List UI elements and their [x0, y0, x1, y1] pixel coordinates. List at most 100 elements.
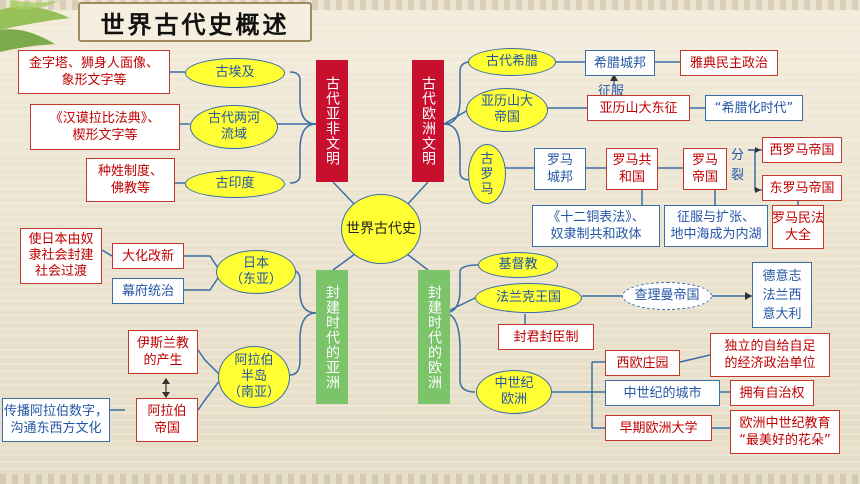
split-line2: 裂: [731, 168, 745, 183]
node-christianity[interactable]: 基督教: [478, 252, 558, 278]
arabia-line2: 半岛: [240, 369, 267, 384]
successors-line2: 法兰西: [762, 287, 802, 303]
arab-numerals-line1: 传播阿拉伯数字，: [3, 404, 108, 419]
node-roman-empire[interactable]: 罗马 帝国: [683, 148, 727, 190]
japan-line2: （东亚）: [229, 272, 282, 287]
node-expansion: 征服与扩张、 地中海成为内湖: [664, 205, 768, 247]
arab-empire-line2: 帝国: [153, 421, 180, 436]
roman-empire-line1: 罗马: [691, 153, 718, 168]
taika-desc-line2: 隶社会封建: [28, 248, 94, 263]
manor-desc-line2: 的经济政治单位: [724, 356, 816, 371]
alexander-empire-line1: 亚历山大: [480, 94, 533, 109]
successors-line3: 意大利: [762, 306, 802, 322]
japan-line1: 日本: [242, 256, 269, 271]
node-university-desc: 欧洲中世纪教育 “最美好的花朵”: [730, 410, 840, 454]
node-mesopotamia-desc: 《汉谟拉比法典》、 楔形文字等: [30, 104, 180, 150]
node-east-rome: 东罗马帝国: [762, 175, 842, 201]
arab-empire-line1: 阿拉伯: [147, 404, 187, 419]
bamboo-leaf-icon: [0, 0, 70, 52]
medieval-line2: 欧洲: [500, 392, 527, 407]
bar-europe-feudal[interactable]: 封建时代的欧洲: [418, 270, 450, 404]
expansion-line2: 地中海成为内湖: [670, 227, 762, 242]
node-successors: 德意志 法兰西 意大利: [752, 262, 812, 328]
arabia-line3: （南亚）: [227, 385, 280, 400]
twelve-tables-line1: 《十二铜表法》、: [547, 210, 645, 225]
node-medieval[interactable]: 中世纪 欧洲: [476, 370, 552, 414]
node-rome[interactable]: 古 罗 马: [468, 144, 506, 204]
mesopotamia-desc-line2: 楔形文字等: [72, 128, 138, 143]
roman-republic-line2: 和国: [618, 170, 645, 185]
taika-desc-line3: 社会过渡: [34, 264, 87, 279]
node-egypt[interactable]: 古埃及: [185, 58, 285, 88]
node-arab-empire[interactable]: 阿拉伯 帝国: [136, 398, 198, 442]
manor-desc-line1: 独立的自给自足: [724, 339, 816, 354]
node-hellenization: “希腊化时代”: [705, 95, 803, 121]
bar-asia-africa-ancient-label: 古代亚非文明: [324, 76, 340, 166]
center-node[interactable]: 世界古代史: [341, 194, 421, 264]
node-manor[interactable]: 西欧庄园: [605, 350, 680, 376]
node-mesopotamia[interactable]: 古代两河 流域: [190, 105, 278, 149]
page-title: 世界古代史概述: [78, 2, 312, 42]
roman-law-line2: 大全: [784, 228, 811, 243]
islam-line2: 的产生: [143, 353, 183, 368]
rome-line1: 古: [480, 151, 494, 167]
bar-asia-africa-ancient[interactable]: 古代亚非文明: [316, 60, 348, 182]
roman-city-line2: 城邦: [546, 170, 573, 185]
node-arab-numerals: 传播阿拉伯数字， 沟通东西方文化: [2, 398, 110, 442]
node-alexander-expedition: 亚历山大东征: [587, 95, 690, 121]
bar-europe-ancient[interactable]: 古代欧洲文明: [412, 60, 444, 182]
mesopotamia-line1: 古代两河: [207, 111, 260, 126]
rome-line2: 罗: [480, 166, 494, 182]
node-india-desc: 种姓制度、 佛教等: [86, 158, 175, 202]
node-democracy: 雅典民主政治: [680, 50, 778, 76]
node-roman-city[interactable]: 罗马 城邦: [534, 148, 586, 190]
node-islam[interactable]: 伊斯兰教 的产生: [128, 330, 198, 374]
arrow-up-icon: [610, 74, 618, 81]
node-roman-republic[interactable]: 罗马共 和国: [606, 148, 658, 190]
node-frankish[interactable]: 法兰克王国: [475, 283, 582, 313]
bar-asia-feudal[interactable]: 封建时代的亚洲: [316, 270, 348, 404]
rome-line3: 马: [480, 181, 494, 197]
node-university[interactable]: 早期欧洲大学: [605, 415, 712, 441]
node-arabia[interactable]: 阿拉伯 半岛 （南亚）: [218, 346, 290, 408]
node-japan[interactable]: 日本 （东亚）: [216, 250, 296, 294]
egypt-desc-line1: 金字塔、狮身人面像、: [28, 56, 159, 71]
roman-city-line1: 罗马: [546, 153, 573, 168]
university-desc-line2: “最美好的花朵”: [739, 433, 831, 448]
split-line1: 分: [731, 148, 745, 163]
node-taika-desc: 使日本由奴 隶社会封建 社会过渡: [20, 228, 102, 284]
node-city[interactable]: 中世纪的城市: [605, 380, 720, 406]
node-india[interactable]: 古印度: [185, 170, 285, 198]
bottom-border-decoration: [0, 474, 860, 484]
node-alexander-empire[interactable]: 亚历山大 帝国: [466, 88, 548, 132]
roman-empire-line2: 帝国: [691, 170, 718, 185]
node-city-desc: 拥有自治权: [730, 380, 814, 406]
roman-law-line1: 罗马民法: [772, 211, 825, 226]
node-fief: 封君封臣制: [498, 324, 594, 350]
node-greece[interactable]: 古代希腊: [468, 48, 556, 76]
bar-asia-feudal-label: 封建时代的亚洲: [324, 284, 340, 390]
node-manor-desc: 独立的自给自足 的经济政治单位: [710, 333, 830, 377]
node-egypt-desc: 金字塔、狮身人面像、 象形文字等: [18, 50, 170, 94]
egypt-desc-line2: 象形文字等: [61, 73, 127, 88]
medieval-line1: 中世纪: [494, 376, 534, 391]
arabia-line1: 阿拉伯: [234, 353, 274, 368]
node-shogunate[interactable]: 幕府统治: [112, 278, 184, 304]
bar-europe-feudal-label: 封建时代的欧洲: [426, 284, 442, 390]
university-desc-line1: 欧洲中世纪教育: [739, 416, 831, 431]
india-desc-line2: 佛教等: [110, 181, 150, 196]
alexander-empire-line2: 帝国: [493, 110, 520, 125]
mesopotamia-desc-line1: 《汉谟拉比法典》、: [49, 111, 161, 126]
bar-europe-ancient-label: 古代欧洲文明: [420, 76, 436, 166]
roman-republic-line1: 罗马共: [612, 153, 652, 168]
successors-line1: 德意志: [762, 268, 802, 284]
node-greek-city[interactable]: 希腊城邦: [585, 50, 655, 76]
taika-desc-line1: 使日本由奴: [28, 232, 94, 247]
arab-numerals-line2: 沟通东西方文化: [10, 421, 102, 436]
node-charlemagne[interactable]: 查理曼帝国: [622, 282, 712, 310]
india-desc-line1: 种姓制度、: [97, 164, 163, 179]
node-twelve-tables: 《十二铜表法》、 奴隶制共和政体: [532, 205, 660, 247]
node-roman-law: 罗马民法 大全: [772, 205, 824, 249]
node-taika[interactable]: 大化改新: [112, 243, 184, 269]
